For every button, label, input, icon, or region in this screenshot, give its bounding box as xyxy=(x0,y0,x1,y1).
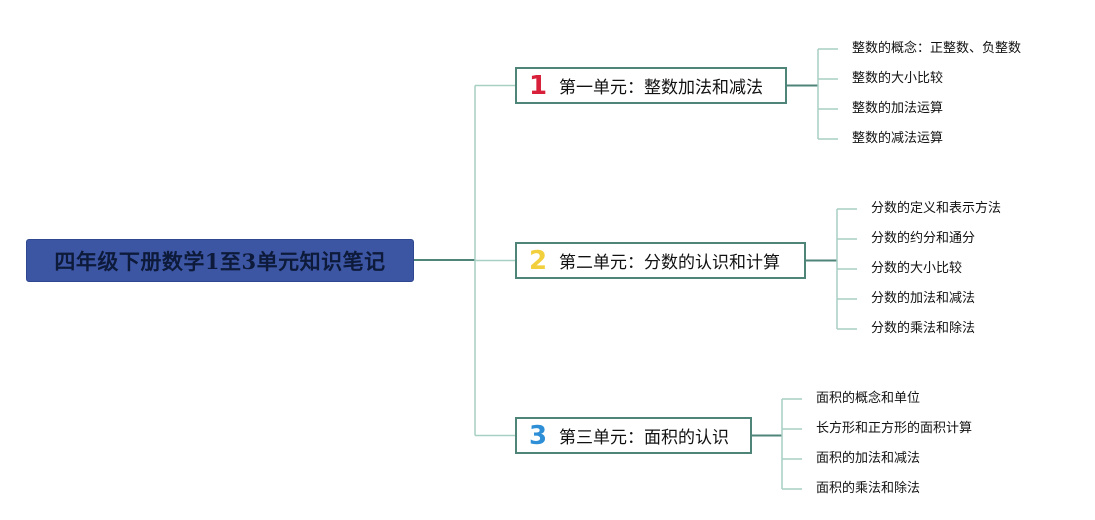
unit-1-node[interactable]: 1 第一单元：整数加法和减法 xyxy=(515,67,787,104)
unit-1-topic[interactable]: 整数的加法运算 xyxy=(852,101,944,116)
unit-1-topic[interactable]: 整数的大小比较 xyxy=(852,71,944,86)
unit-1-label: 第一单元：整数加法和减法 xyxy=(559,78,763,98)
unit-2-topic[interactable]: 分数的约分和通分 xyxy=(871,231,976,246)
unit-1-topic[interactable]: 整数的概念：正整数、负整数 xyxy=(852,41,1022,56)
unit-3-topic[interactable]: 面积的乘法和除法 xyxy=(816,481,921,496)
unit-3-topic[interactable]: 长方形和正方形的面积计算 xyxy=(816,421,973,436)
unit-2-topic[interactable]: 分数的定义和表示方法 xyxy=(871,201,1002,216)
unit-2-number: 2 xyxy=(528,245,548,276)
unit-1-topic[interactable]: 整数的减法运算 xyxy=(852,131,944,146)
unit-3-topic[interactable]: 面积的加法和减法 xyxy=(816,451,921,466)
unit-2-topic[interactable]: 分数的加法和减法 xyxy=(871,291,976,306)
unit-3-topic[interactable]: 面积的概念和单位 xyxy=(816,391,921,406)
root-topic[interactable]: 四年级下册数学1至3单元知识笔记 xyxy=(26,239,414,282)
unit-3-label: 第三单元：面积的认识 xyxy=(559,428,729,448)
unit-1-number: 1 xyxy=(528,70,548,101)
unit-2-node[interactable]: 2 第二单元：分数的认识和计算 xyxy=(515,242,806,279)
unit-3-number: 3 xyxy=(528,420,548,451)
unit-2-topic[interactable]: 分数的乘法和除法 xyxy=(871,321,976,336)
unit-2-topic[interactable]: 分数的大小比较 xyxy=(871,261,963,276)
unit-2-label: 第二单元：分数的认识和计算 xyxy=(559,253,780,273)
unit-3-node[interactable]: 3 第三单元：面积的认识 xyxy=(515,417,752,454)
root-title: 四年级下册数学1至3单元知识笔记 xyxy=(54,248,386,274)
